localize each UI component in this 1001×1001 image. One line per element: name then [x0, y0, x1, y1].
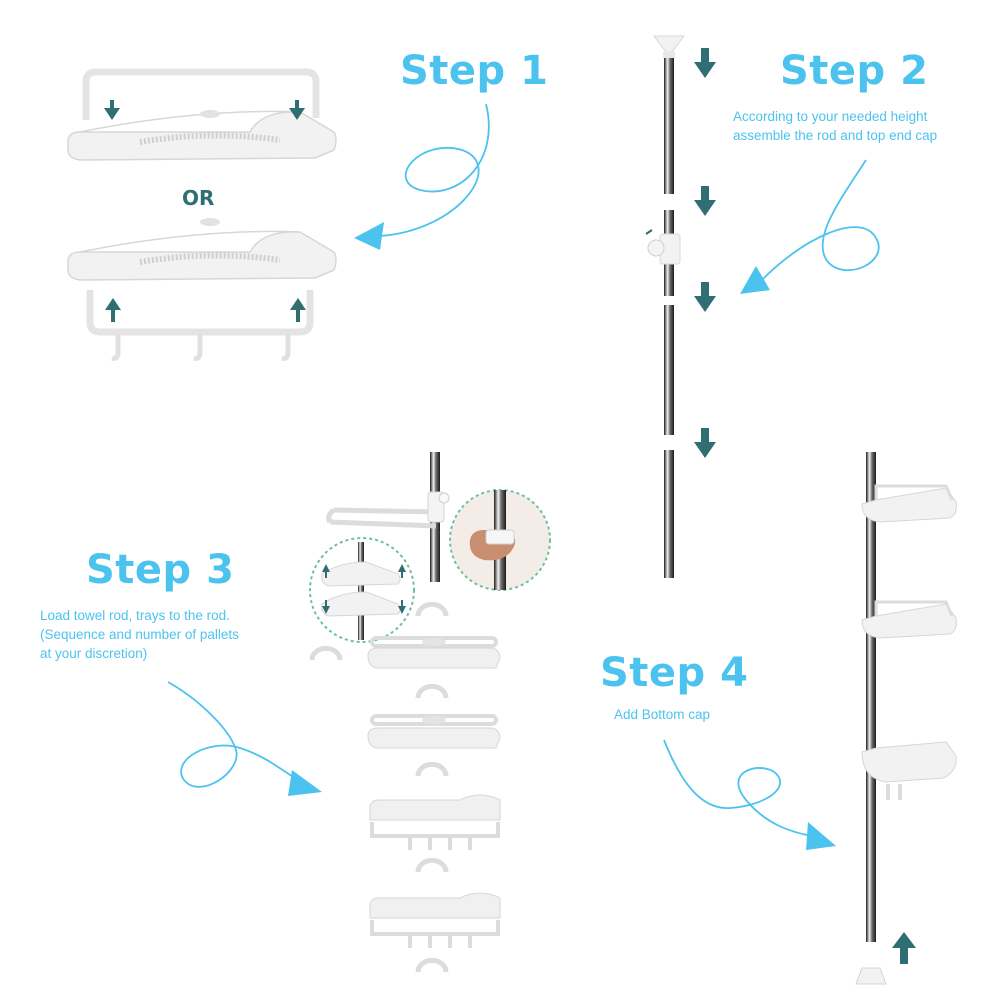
down-arrow-icon — [104, 100, 305, 120]
step4-rod — [855, 452, 957, 985]
step2-title: Step 2 — [780, 48, 929, 94]
step4-description: Add Bottom cap — [614, 705, 710, 724]
step3-description-line: (Sequence and number of pallets — [40, 627, 239, 642]
step3-arrow — [167, 681, 322, 796]
step1-illustration — [67, 68, 337, 361]
tray-bottom — [67, 231, 337, 281]
down-arrow-icon — [694, 48, 716, 458]
step3-description: Load towel rod, trays to the rod. (Seque… — [40, 606, 239, 663]
step4-arrow — [663, 739, 836, 850]
step3-illustration — [309, 452, 551, 973]
step2-description-line: According to your needed height — [733, 109, 928, 124]
step3-description-line: at your discretion) — [40, 646, 148, 661]
or-label: OR — [182, 186, 215, 210]
step1-arrow — [354, 103, 490, 250]
step3-description-line: Load towel rod, trays to the rod. — [40, 608, 230, 623]
step2-rod — [645, 35, 685, 578]
up-arrow-icon — [105, 298, 306, 322]
up-arrow-icon — [892, 932, 916, 964]
step4-description-line: Add Bottom cap — [614, 707, 711, 722]
step3-title: Step 3 — [86, 547, 235, 593]
step2-description-line: assemble the rod and top end cap — [733, 128, 938, 143]
step2-arrow — [740, 159, 880, 294]
step2-description: According to your needed height assemble… — [733, 107, 937, 145]
tray-top — [67, 111, 337, 161]
step4-title: Step 4 — [600, 650, 749, 696]
step1-title: Step 1 — [400, 48, 549, 94]
